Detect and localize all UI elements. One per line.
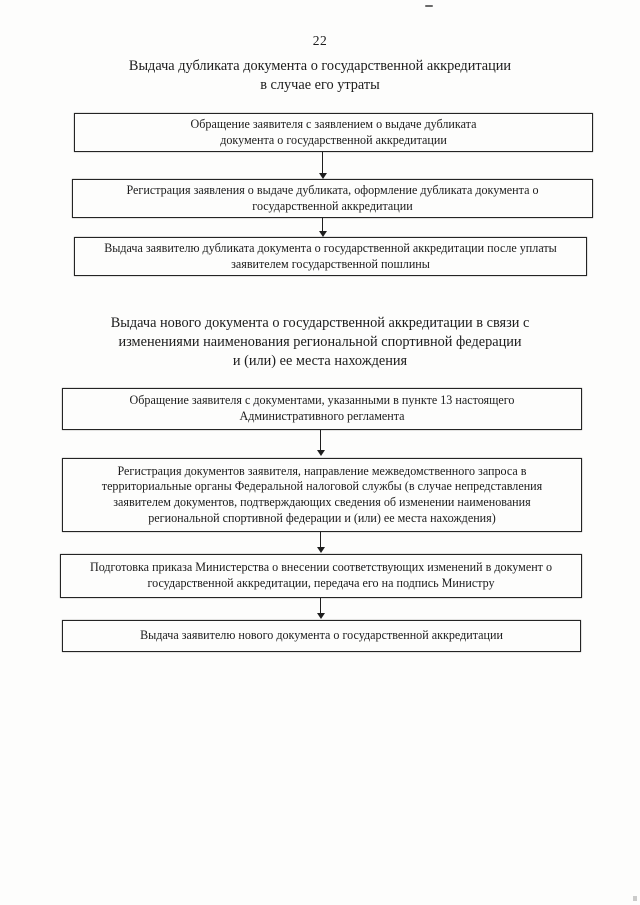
arrow-head-icon <box>316 450 325 456</box>
flow-arrow-down <box>318 218 327 237</box>
scan-artifact-mark <box>425 5 433 7</box>
title-line: Выдача дубликата документа о государстве… <box>128 58 512 74</box>
arrow-shaft <box>322 218 324 232</box>
box-text-line: заявителем государственной пошлины <box>231 256 430 271</box>
box-text-line: Обращение заявителя с документами, указа… <box>129 393 515 408</box>
title-line: в случае его утраты <box>260 76 380 93</box>
flow-box-prepare-order: Подготовка приказа Министерства о внесен… <box>60 554 582 598</box>
arrow-head-icon <box>318 231 327 237</box>
arrow-head-icon <box>316 547 325 553</box>
scan-speck <box>633 896 637 901</box>
flow-arrow-down <box>316 598 325 619</box>
title-line: изменениями наименования региональной сп… <box>118 333 522 350</box>
flow-arrow-down <box>316 430 325 456</box>
box-text-line: Выдача заявителю дубликата документа о г… <box>104 240 557 255</box>
box-text-line: документа о государственной аккредитации <box>220 132 447 147</box>
flow-arrow-down <box>318 152 327 179</box>
flow-box-issue-new-document: Выдача заявителю нового документа о госу… <box>62 620 581 652</box>
box-text-line: заявителем документов, подтверждающих св… <box>113 495 531 509</box>
title-line: Выдача нового документа о государственно… <box>110 315 530 331</box>
box-text-line: Регистрация документов заявителя, направ… <box>117 463 527 478</box>
box-text-line: государственной аккредитации, передача е… <box>147 576 495 590</box>
arrow-shaft <box>320 598 322 614</box>
flow-box-registration-duplicate: Регистрация заявления о выдаче дубликата… <box>72 179 593 218</box>
section-title-duplicate: Выдача дубликата документа о государстве… <box>0 57 640 95</box>
arrow-head-icon <box>318 173 327 179</box>
section-title-new-document: Выдача нового документа о государственно… <box>0 314 640 370</box>
arrow-shaft <box>320 532 322 548</box>
flow-box-application-duplicate: Обращение заявителя с заявлением о выдач… <box>74 113 593 152</box>
flow-box-registration-request: Регистрация документов заявителя, направ… <box>62 458 582 532</box>
box-text-line: Обращение заявителя с заявлением о выдач… <box>190 116 477 131</box>
arrow-shaft <box>320 430 322 451</box>
arrow-head-icon <box>316 613 325 619</box>
page-number: 22 <box>312 33 328 48</box>
box-text-line: региональной спортивной федерации и (или… <box>148 510 496 525</box>
flow-box-issue-duplicate: Выдача заявителю дубликата документа о г… <box>74 237 587 276</box>
title-line: и (или) ее места нахождения <box>232 352 408 369</box>
box-text-line: Административного регламента <box>239 409 405 423</box>
flow-box-application-new: Обращение заявителя с документами, указа… <box>62 388 582 430</box>
box-text-line: Регистрация заявления о выдаче дубликата… <box>126 182 539 197</box>
box-text-line: территориальные органы Федеральной налог… <box>101 479 543 494</box>
arrow-shaft <box>322 152 324 174</box>
box-text-line: государственной аккредитации <box>252 198 413 213</box>
box-text-line: Подготовка приказа Министерства о внесен… <box>89 560 553 575</box>
box-text-line: Выдача заявителю нового документа о госу… <box>140 628 503 643</box>
flow-arrow-down <box>316 532 325 553</box>
